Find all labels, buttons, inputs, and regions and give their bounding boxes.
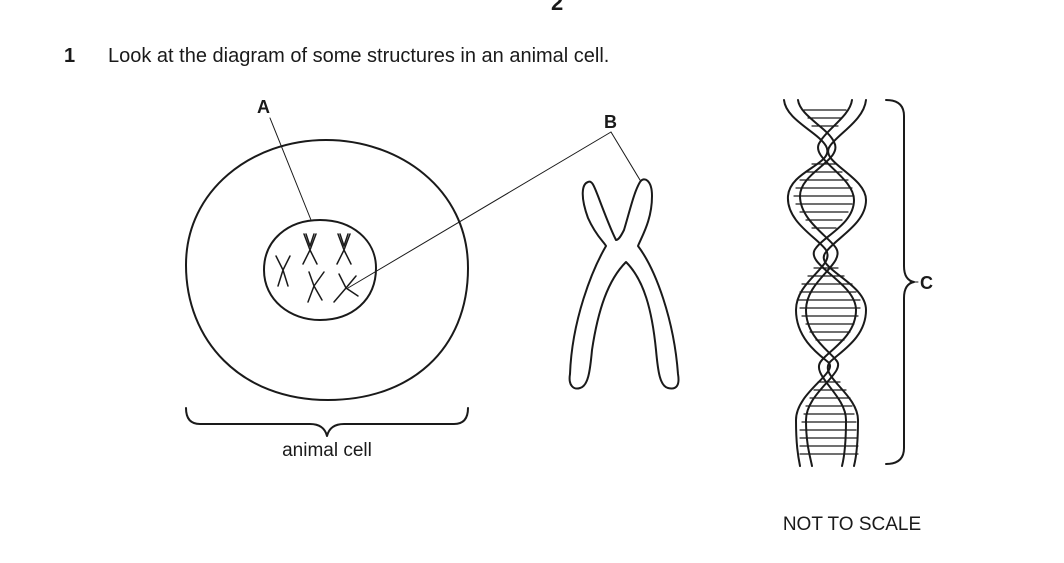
large-chromosome bbox=[568, 178, 680, 390]
animal-cell-label: animal cell bbox=[282, 440, 372, 461]
label-a: A bbox=[257, 97, 270, 117]
nucleus-chromosomes bbox=[275, 233, 359, 303]
cell-membrane bbox=[185, 139, 469, 401]
label-a-line bbox=[269, 117, 312, 221]
nucleus bbox=[263, 219, 377, 321]
label-c: C bbox=[920, 273, 933, 293]
label-b: B bbox=[604, 112, 617, 132]
label-b-line-chromosome bbox=[610, 131, 641, 181]
question-text: Look at the diagram of some structures i… bbox=[108, 45, 610, 67]
not-to-scale-note: NOT TO SCALE bbox=[783, 514, 921, 535]
question-number: 1 bbox=[64, 45, 76, 67]
dna-double-helix bbox=[783, 99, 868, 467]
animal-cell-brace bbox=[185, 407, 469, 437]
page-number: 2 bbox=[551, 0, 564, 15]
label-b-line-cell bbox=[347, 131, 612, 289]
